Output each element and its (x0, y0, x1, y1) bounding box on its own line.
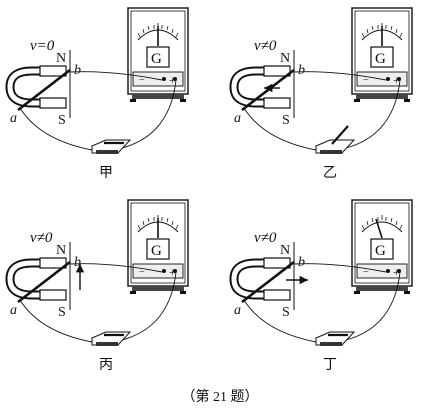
panel-ding: v≠0N Sa b G− + 丁 (234, 200, 412, 373)
terminal-minus-label: − (139, 267, 145, 278)
figure-caption: （第 21 题） (182, 388, 259, 405)
terminal-minus-label: − (363, 75, 369, 86)
terminal-plus-label: + (393, 265, 400, 279)
end-a-label: a (234, 111, 241, 126)
velocity-label: v≠0 (30, 230, 53, 246)
pole-s-label: S (58, 113, 66, 128)
apparatus-art (234, 200, 412, 346)
pole-s-label: S (58, 305, 66, 320)
end-a-label: a (234, 303, 241, 318)
pole-s-label: S (282, 305, 290, 320)
apparatus-art (10, 200, 188, 346)
galvanometer-g-label: G (375, 243, 386, 259)
galvanometer-g-label: G (151, 243, 162, 259)
panel-bing: v≠0N Sa b G− + 丙 (10, 200, 188, 373)
velocity-label: v=0 (30, 38, 55, 54)
switch-blade-open (331, 125, 349, 145)
terminal-minus-label: − (139, 75, 145, 86)
pole-n-label: N (280, 243, 290, 258)
pole-n-label: N (280, 51, 290, 66)
end-b-label: b (74, 255, 81, 270)
conductor-rod (17, 260, 71, 304)
terminal-minus-label: − (363, 267, 369, 278)
terminal-plus-label: + (393, 73, 400, 87)
end-b-label: b (298, 63, 305, 78)
end-b-label: b (74, 63, 81, 78)
end-b-label: b (298, 255, 305, 270)
panel-caption: 乙 (323, 165, 337, 181)
panel-caption: 甲 (99, 166, 113, 181)
end-a-label: a (10, 303, 17, 318)
panel-caption: 丁 (323, 358, 337, 373)
conductor-rod (241, 260, 295, 304)
conductor-rod (17, 68, 71, 112)
velocity-label: v≠0 (254, 38, 277, 54)
velocity-label: v≠0 (254, 230, 277, 246)
terminal-plus-label: + (169, 265, 176, 279)
pole-n-label: N (56, 51, 66, 66)
apparatus-art (234, 8, 412, 154)
galvanometer-g-label: G (375, 51, 386, 67)
galvanometer-g-label: G (151, 51, 162, 67)
panel-jia: v=0N Sa b G− + 甲 (10, 8, 188, 181)
panel-yi: v≠0N Sa b G− + 乙 (234, 8, 412, 181)
apparatus-art (10, 8, 188, 154)
galvanometer-needle (375, 218, 383, 239)
panel-caption: 丙 (99, 358, 113, 373)
panels-layer: v=0NSabG−+甲v≠0NSabG−+乙v≠0NSabG−+丙v≠0NSab… (10, 8, 412, 373)
pole-s-label: S (282, 113, 290, 128)
pole-n-label: N (56, 243, 66, 258)
terminal-plus-label: + (169, 73, 176, 87)
end-a-label: a (10, 111, 17, 126)
